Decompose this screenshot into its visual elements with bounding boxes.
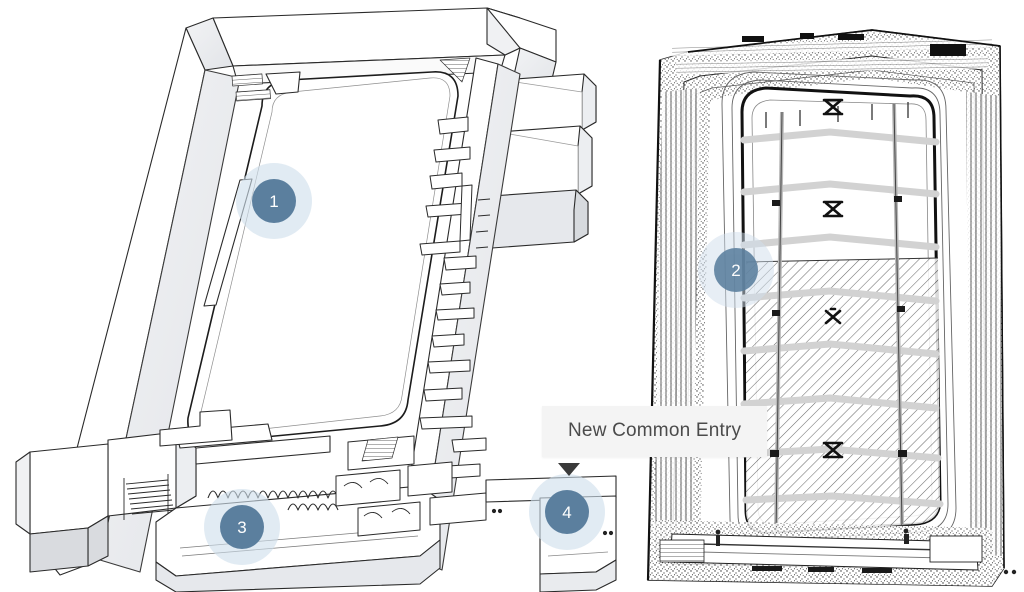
marker-number: 1	[269, 191, 279, 211]
marker-dot: 1	[252, 179, 296, 223]
plan-marker-1[interactable]: 1	[236, 163, 312, 239]
plan-marker-2[interactable]: 2	[698, 232, 774, 308]
plan-marker-4[interactable]: 4	[529, 474, 605, 550]
marker-number: 4	[562, 502, 572, 522]
marker-dot: 4	[545, 490, 589, 534]
marker-dot: 2	[714, 248, 758, 292]
marker-number: 3	[237, 517, 247, 537]
plan-marker-3[interactable]: 3	[204, 489, 280, 565]
marker-tooltip[interactable]: New Common Entry	[542, 406, 768, 457]
tooltip-arrow-icon	[558, 463, 580, 476]
marker-dot: 3	[220, 505, 264, 549]
marker-number: 2	[731, 260, 741, 280]
